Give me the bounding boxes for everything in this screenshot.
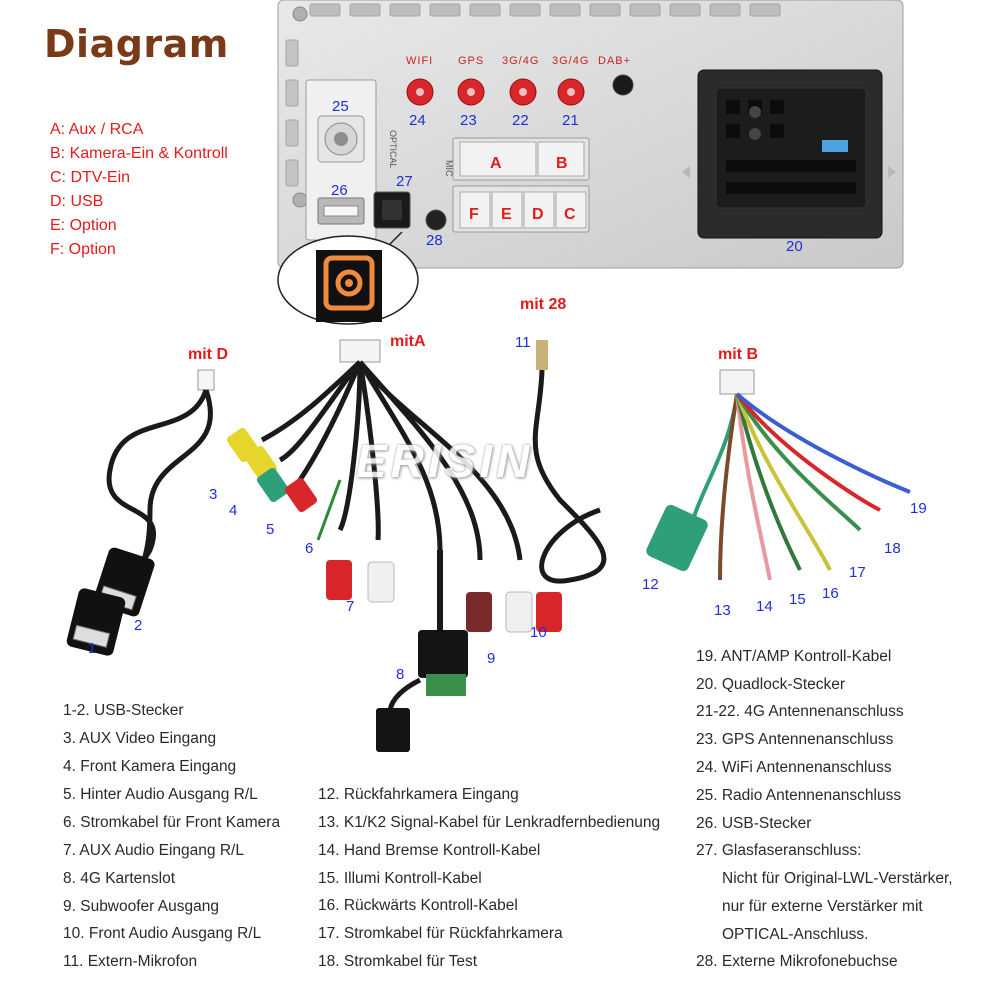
label-16: 16 xyxy=(822,585,839,602)
label-4: 4 xyxy=(229,502,238,519)
desc-24: 24. WiFi Antennenanschluss xyxy=(696,759,892,776)
desc-19: 19. ANT/AMP Kontroll-Kabel xyxy=(696,648,892,665)
antenna-label-wifi: WIFI xyxy=(406,55,433,67)
label-13: 13 xyxy=(714,602,731,619)
label-5: 5 xyxy=(266,521,275,538)
legend-item-e: E: Option xyxy=(50,217,117,234)
group-label-mit-d: mit D xyxy=(188,346,228,363)
label-27: 27 xyxy=(396,173,413,190)
label-11: 11 xyxy=(515,334,531,351)
legend-item-b: B: Kamera-Ein & Kontroll xyxy=(50,145,228,162)
rca-harness-illustration xyxy=(226,339,562,752)
label-8: 8 xyxy=(396,666,405,683)
port-letter-d: D xyxy=(532,206,544,223)
desc-20: 20. Quadlock-Stecker xyxy=(696,676,846,693)
desc-27-line-4: OPTICAL-Anschluss. xyxy=(722,926,869,943)
port-letter-e: E xyxy=(501,206,512,223)
desc-13: 13. K1/K2 Signal-Kabel für Lenkradfernbe… xyxy=(318,814,661,831)
legend-item-d: D: USB xyxy=(50,193,104,210)
antenna-label-gps: GPS xyxy=(458,55,484,67)
antenna-connectors xyxy=(406,74,634,106)
optical-port-callout xyxy=(277,231,419,325)
brand-watermark: ERISIN xyxy=(356,435,534,487)
desc-11: 11. Extern-Mikrofon xyxy=(63,953,198,970)
label-28: 28 xyxy=(426,232,443,249)
group-label-mit-b: mit B xyxy=(718,346,758,363)
mic-label: MIC xyxy=(444,160,454,177)
desc-21-22: 21-22. 4G Antennenanschluss xyxy=(696,703,904,720)
label-25: 25 xyxy=(332,98,349,115)
label-14: 14 xyxy=(756,598,773,615)
optical-label: OPTICAL xyxy=(388,130,398,169)
desc-1-2: 1-2. USB-Stecker xyxy=(63,702,184,719)
port-letter-c: C xyxy=(564,206,576,223)
label-22: 22 xyxy=(512,112,529,129)
label-1: 1 xyxy=(88,640,97,657)
desc-4: 4. Front Kamera Eingang xyxy=(63,758,237,775)
desc-6: 6. Stromkabel für Front Kamera xyxy=(63,814,281,831)
label-24: 24 xyxy=(409,112,426,129)
label-10: 10 xyxy=(530,624,547,641)
label-3: 3 xyxy=(209,486,218,503)
label-12: 12 xyxy=(642,576,659,593)
desc-12: 12. Rückfahrkamera Eingang xyxy=(318,786,519,803)
label-9: 9 xyxy=(487,650,496,667)
legend-item-f: F: Option xyxy=(50,241,116,258)
antenna-label-4g-1: 3G/4G xyxy=(502,55,539,67)
desc-27-line-2: Nicht für Original-LWL-Verstärker, xyxy=(722,870,953,887)
mic-cable-illustration xyxy=(532,340,607,584)
label-19: 19 xyxy=(910,500,927,517)
label-18: 18 xyxy=(884,540,901,557)
desc-14: 14. Hand Bremse Kontroll-Kabel xyxy=(318,842,541,859)
desc-27-line-3: nur für externe Verstärker mit xyxy=(722,898,923,915)
antenna-label-4g-2: 3G/4G xyxy=(552,55,589,67)
label-23: 23 xyxy=(460,112,477,129)
label-20: 20 xyxy=(786,238,803,255)
desc-3: 3. AUX Video Eingang xyxy=(63,730,217,747)
antenna-label-dab: DAB+ xyxy=(598,55,631,67)
label-21: 21 xyxy=(562,112,579,129)
desc-25: 25. Radio Antennenanschluss xyxy=(696,787,902,804)
cable-illustrations xyxy=(66,339,911,752)
label-7: 7 xyxy=(346,598,355,615)
legend-item-a: A: Aux / RCA xyxy=(50,121,144,138)
desc-9: 9. Subwoofer Ausgang xyxy=(63,898,219,915)
label-26: 26 xyxy=(331,182,348,199)
desc-17: 17. Stromkabel für Rückfahrkamera xyxy=(318,925,563,942)
port-letter-f: F xyxy=(469,206,479,223)
port-letter-b: B xyxy=(556,155,568,172)
desc-5: 5. Hinter Audio Ausgang R/L xyxy=(63,786,258,803)
label-2: 2 xyxy=(134,617,143,634)
label-6: 6 xyxy=(305,540,314,557)
desc-18: 18. Stromkabel für Test xyxy=(318,953,478,970)
legend-item-c: C: DTV-Ein xyxy=(50,169,131,186)
group-label-mit-a: mitA xyxy=(390,333,426,350)
desc-16: 16. Rückwärts Kontroll-Kabel xyxy=(318,897,518,914)
desc-15: 15. Illumi Kontroll-Kabel xyxy=(318,870,482,887)
group-label-mit-28: mit 28 xyxy=(520,296,567,313)
desc-28: 28. Externe Mikrofonebuchse xyxy=(696,953,898,970)
camera-harness-illustration xyxy=(646,369,911,581)
desc-10: 10. Front Audio Ausgang R/L xyxy=(63,925,262,942)
desc-7: 7. AUX Audio Eingang R/L xyxy=(63,842,244,859)
desc-23: 23. GPS Antennenanschluss xyxy=(696,731,894,748)
desc-26: 26. USB-Stecker xyxy=(696,815,812,832)
head-unit-rear-panel: WIFI GPS 3G/4G 3G/4G DAB+ A B F E D C OP… xyxy=(277,0,904,269)
port-letter-a: A xyxy=(490,155,502,172)
desc-27: 27. Glasfaseranschluss: xyxy=(696,842,862,859)
label-15: 15 xyxy=(789,591,806,608)
desc-8: 8. 4G Kartenslot xyxy=(63,870,176,887)
diagram-title: Diagram xyxy=(44,22,229,66)
usb-cable-illustration xyxy=(66,369,215,656)
label-17: 17 xyxy=(849,564,866,581)
